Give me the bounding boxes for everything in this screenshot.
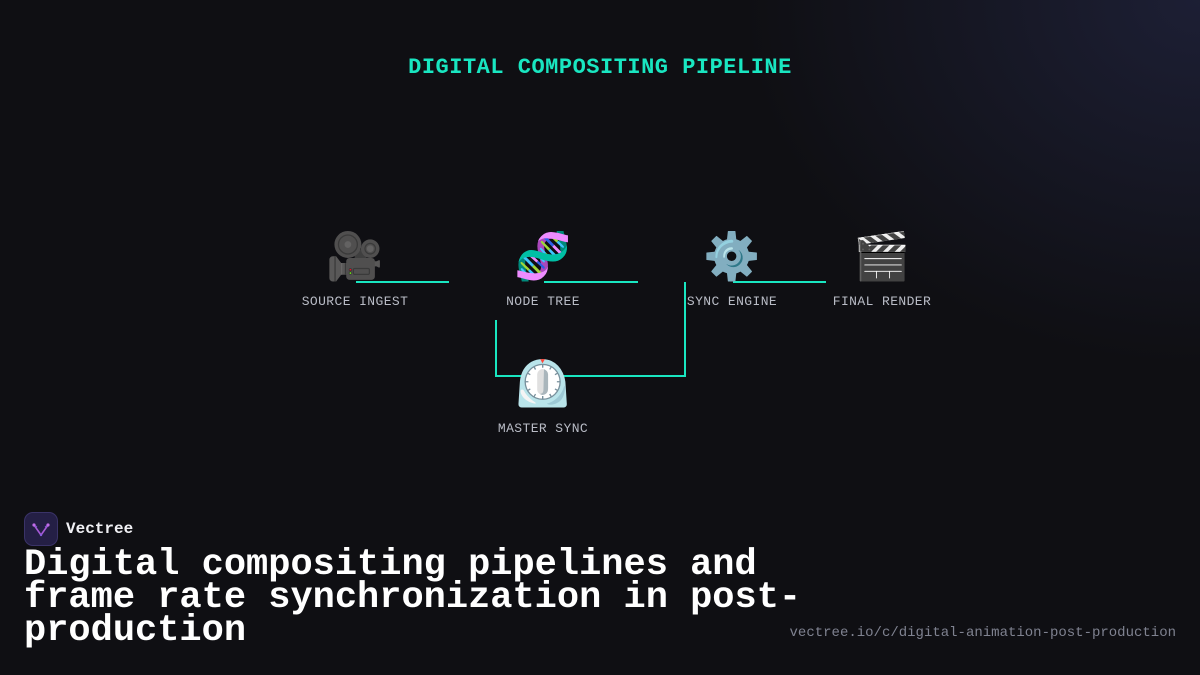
source-url: vectree.io/c/digital-animation-post-prod… xyxy=(789,625,1176,641)
dna-icon: 🧬 xyxy=(514,229,572,283)
node-label-master-sync: MASTER SYNC xyxy=(497,421,589,436)
diagram-title: DIGITAL COMPOSITING PIPELINE xyxy=(408,55,792,80)
clapper-board-icon: 🎬 xyxy=(853,229,911,283)
gear-icon: ⚙️ xyxy=(703,229,761,283)
node-sync-engine: ⚙️ SYNC ENGINE xyxy=(652,228,812,309)
movie-camera-icon: 🎥 xyxy=(326,229,384,283)
node-source-ingest: 🎥 SOURCE INGEST xyxy=(275,228,435,309)
brand: Vectree xyxy=(24,512,133,546)
node-final-render: 🎬 FINAL RENDER xyxy=(802,228,962,309)
brand-name: Vectree xyxy=(66,520,134,538)
page-headline: Digital compositing pipelines and frame … xyxy=(24,544,802,652)
node-label-final-render: FINAL RENDER xyxy=(832,294,932,309)
connector-master-sync-to-sync-engine xyxy=(544,282,686,377)
connector-node-tree-to-master-sync xyxy=(495,320,544,377)
timer-clock-icon: ⏲️ xyxy=(514,356,572,410)
node-master-sync: ⏲️ MASTER SYNC xyxy=(463,355,623,436)
node-label-sync-engine: SYNC ENGINE xyxy=(686,294,778,309)
vectree-logo-icon xyxy=(24,512,58,546)
node-label-source-ingest: SOURCE INGEST xyxy=(301,294,409,309)
node-node-tree: 🧬 NODE TREE xyxy=(463,228,623,309)
node-label-node-tree: NODE TREE xyxy=(506,294,580,309)
